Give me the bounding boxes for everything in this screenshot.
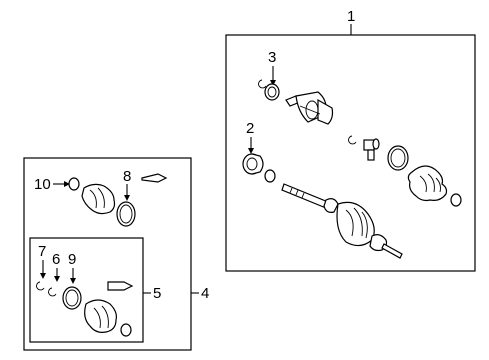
clamp-icon bbox=[387, 145, 409, 171]
callout-4: 4 bbox=[201, 285, 209, 302]
callout-5: 5 bbox=[153, 285, 161, 302]
snap-ring-icon bbox=[48, 287, 57, 297]
callout-9: 9 bbox=[68, 251, 76, 268]
kit-5-box bbox=[29, 237, 144, 343]
callout-2: 2 bbox=[246, 120, 254, 137]
clamp-icon bbox=[120, 323, 132, 337]
boot-icon bbox=[81, 183, 116, 215]
axle-shaft-icon bbox=[281, 183, 403, 259]
cv-joint-icon bbox=[363, 138, 380, 161]
assembly-4-box bbox=[23, 157, 192, 351]
callout-8: 8 bbox=[123, 168, 131, 185]
clamp-icon bbox=[264, 83, 280, 101]
clamp-icon bbox=[116, 201, 136, 227]
cv-joint-icon bbox=[242, 153, 264, 175]
snap-ring-icon bbox=[258, 79, 267, 89]
clamp-icon bbox=[68, 177, 80, 191]
snap-ring-icon bbox=[36, 281, 45, 291]
callout-3: 3 bbox=[268, 49, 276, 66]
grease-tube-icon bbox=[107, 281, 134, 291]
cv-joint-icon bbox=[285, 91, 334, 125]
clamp-icon bbox=[450, 193, 462, 207]
clamp-icon bbox=[264, 169, 276, 183]
boot-icon bbox=[407, 165, 448, 202]
callout-6: 6 bbox=[52, 251, 60, 268]
boot-icon bbox=[84, 299, 117, 333]
snap-ring-icon bbox=[348, 135, 357, 145]
clamp-icon bbox=[62, 286, 82, 310]
callout-1: 1 bbox=[347, 8, 355, 25]
callout-10: 10 bbox=[34, 176, 51, 193]
callout-7: 7 bbox=[38, 243, 46, 260]
grease-tube-icon bbox=[141, 173, 168, 183]
